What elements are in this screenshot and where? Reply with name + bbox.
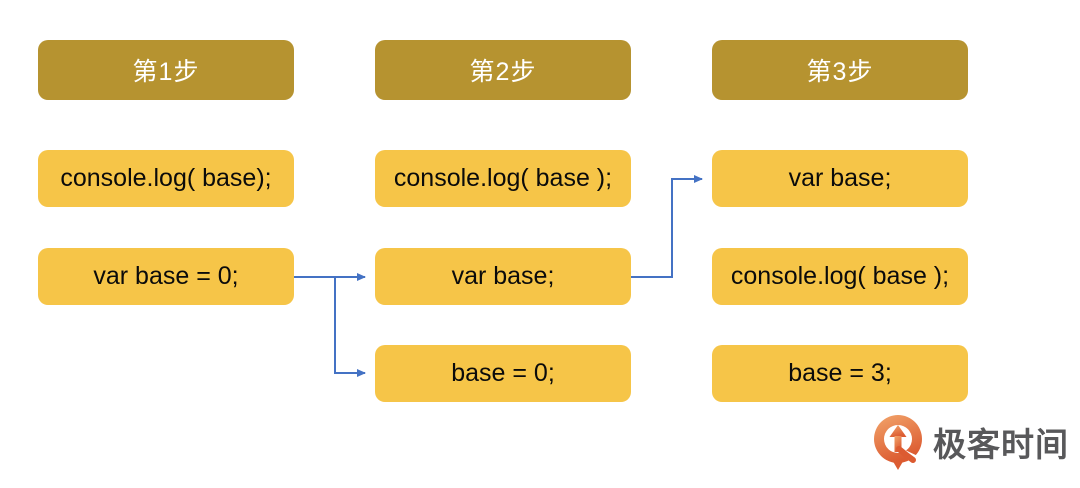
arrow-step2-to-step3-declare	[631, 175, 703, 278]
step3-box-var-base: var base;	[712, 150, 968, 207]
step2-box-var-base: var base;	[375, 248, 631, 305]
step2-header: 第2步	[375, 40, 631, 100]
step3-box-console-log: console.log( base );	[712, 248, 968, 305]
geektime-logo: 极客时间	[872, 413, 1069, 471]
arrow-step1-to-step2-assign	[334, 277, 366, 377]
step3-box-base-assign: base = 3;	[712, 345, 968, 402]
step2-box-base-assign: base = 0;	[375, 345, 631, 402]
step1-box-var-base-assign: var base = 0;	[38, 248, 294, 305]
step3-header: 第3步	[712, 40, 968, 100]
step1-box-console-log: console.log( base);	[38, 150, 294, 207]
step1-header: 第1步	[38, 40, 294, 100]
step2-box-console-log: console.log( base );	[375, 150, 631, 207]
geektime-logo-icon	[874, 415, 922, 470]
geektime-logo-text: 极客时间	[933, 426, 1069, 463]
